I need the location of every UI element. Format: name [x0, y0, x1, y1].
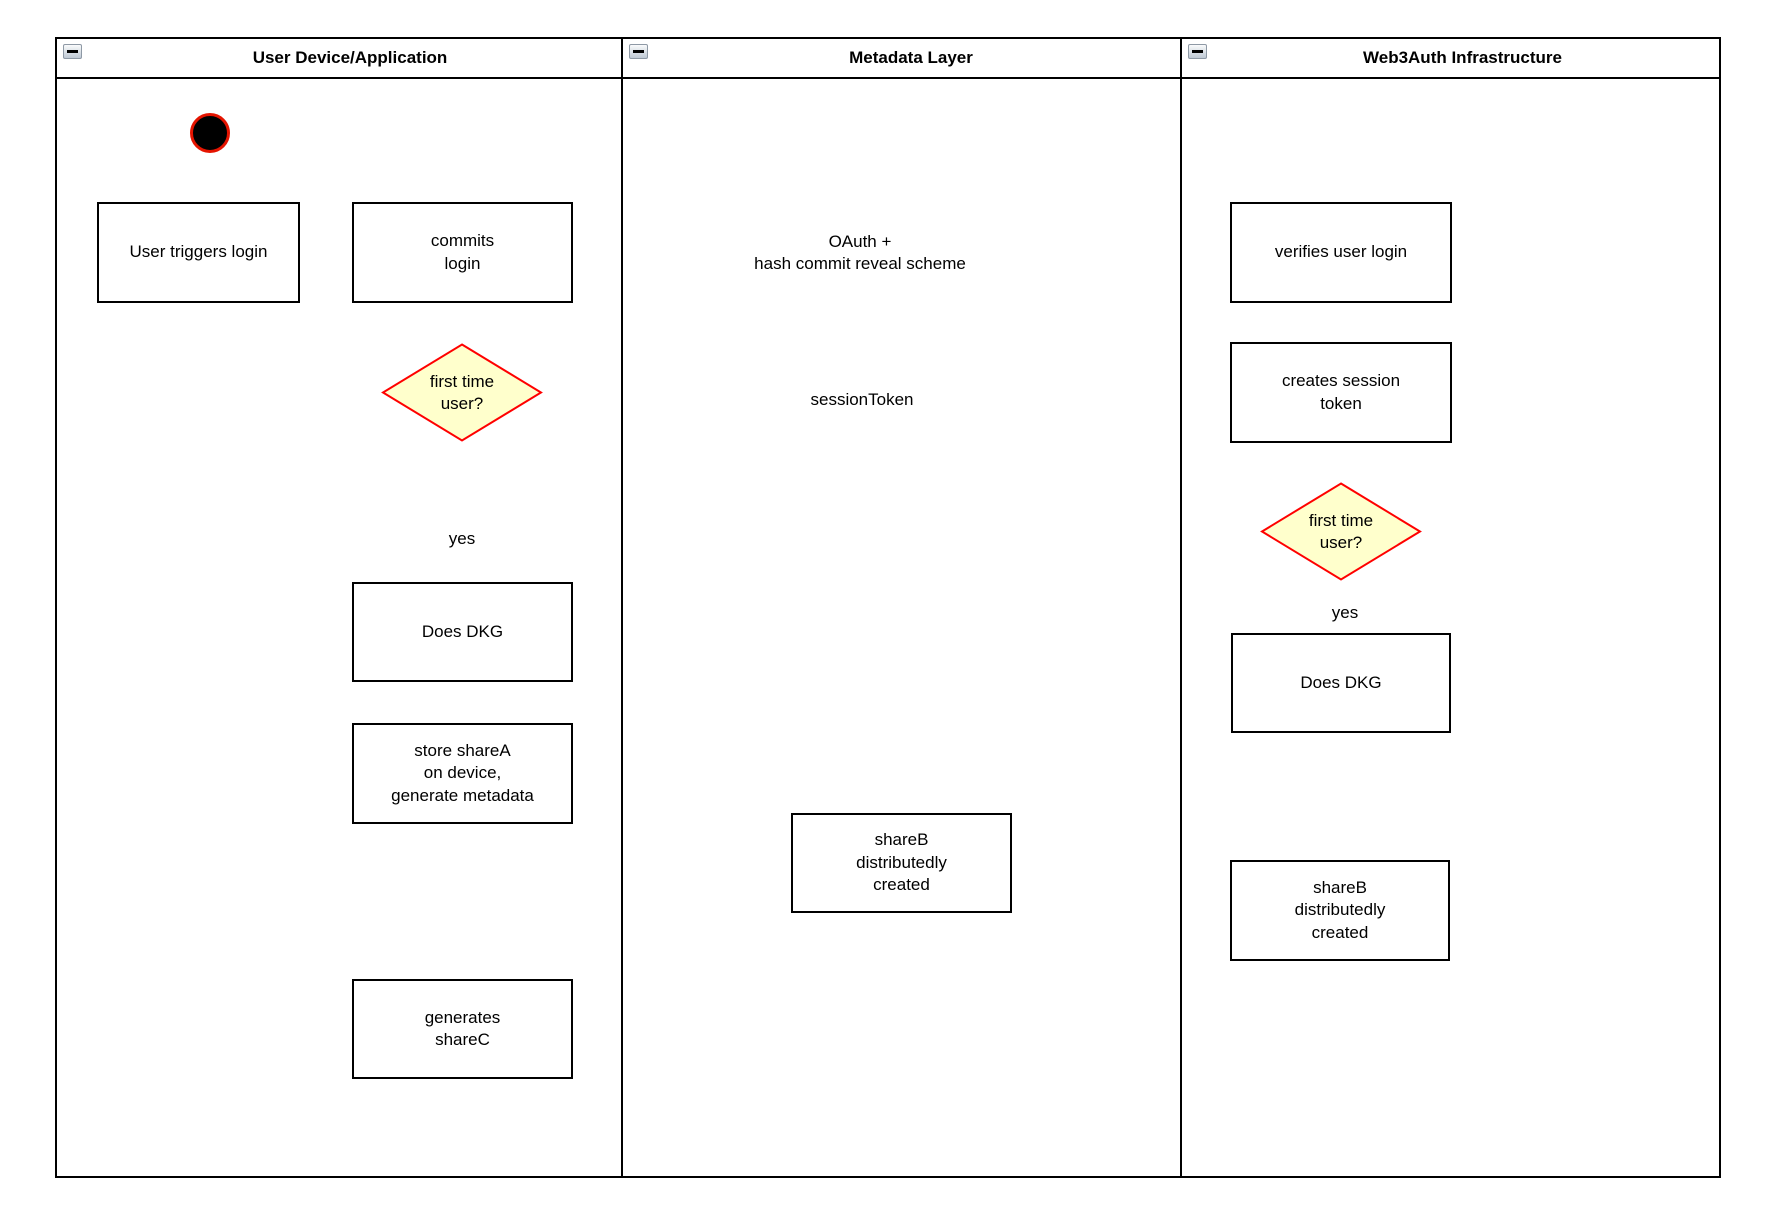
decision-label: first time user? [429, 372, 495, 413]
user-triggers-login-node[interactable]: User triggers login [97, 202, 300, 303]
yes-edge-label-device: yes [444, 526, 480, 552]
yes-edge-label-infra: yes [1327, 600, 1363, 626]
creates-session-token-node[interactable]: creates session token [1230, 342, 1452, 443]
collapse-icon[interactable] [63, 44, 82, 59]
shareb-metadata-node[interactable]: shareB distributedly created [791, 813, 1012, 913]
collapse-icon[interactable] [629, 44, 648, 59]
lane-divider-2 [1180, 39, 1182, 1176]
verifies-user-login-node[interactable]: verifies user login [1230, 202, 1452, 303]
diamond-shape [381, 343, 543, 442]
does-dkg-device-node[interactable]: Does DKG [352, 582, 573, 682]
lane-divider-1 [621, 39, 623, 1176]
generates-sharec-node[interactable]: generates shareC [352, 979, 573, 1079]
decision-label: first time user? [1308, 511, 1374, 552]
collapse-icon[interactable] [1188, 44, 1207, 59]
diamond-shape [1260, 482, 1422, 581]
does-dkg-infra-node[interactable]: Does DKG [1231, 633, 1451, 733]
lane-header-divider [57, 77, 1719, 79]
swimlane-pool [55, 37, 1721, 1178]
lane-title-web3auth-infrastructure: Web3Auth Infrastructure [1363, 48, 1562, 67]
session-token-edge-label: sessionToken [806, 387, 918, 413]
oauth-edge-label: OAuth + hash commit reveal scheme [750, 229, 970, 277]
start-node[interactable] [190, 113, 230, 153]
minus-icon [1192, 50, 1203, 53]
first-time-user-decision-infra[interactable]: first time user? [1260, 482, 1422, 581]
commits-login-node[interactable]: commits login [352, 202, 573, 303]
store-sharea-node[interactable]: store shareA on device, generate metadat… [352, 723, 573, 824]
minus-icon [67, 50, 78, 53]
lane-title-user-device: User Device/Application [252, 48, 448, 67]
minus-icon [633, 50, 644, 53]
first-time-user-decision-device[interactable]: first time user? [381, 343, 543, 442]
shareb-infra-node[interactable]: shareB distributedly created [1230, 860, 1450, 961]
lane-title-metadata-layer: Metadata Layer [849, 48, 973, 67]
